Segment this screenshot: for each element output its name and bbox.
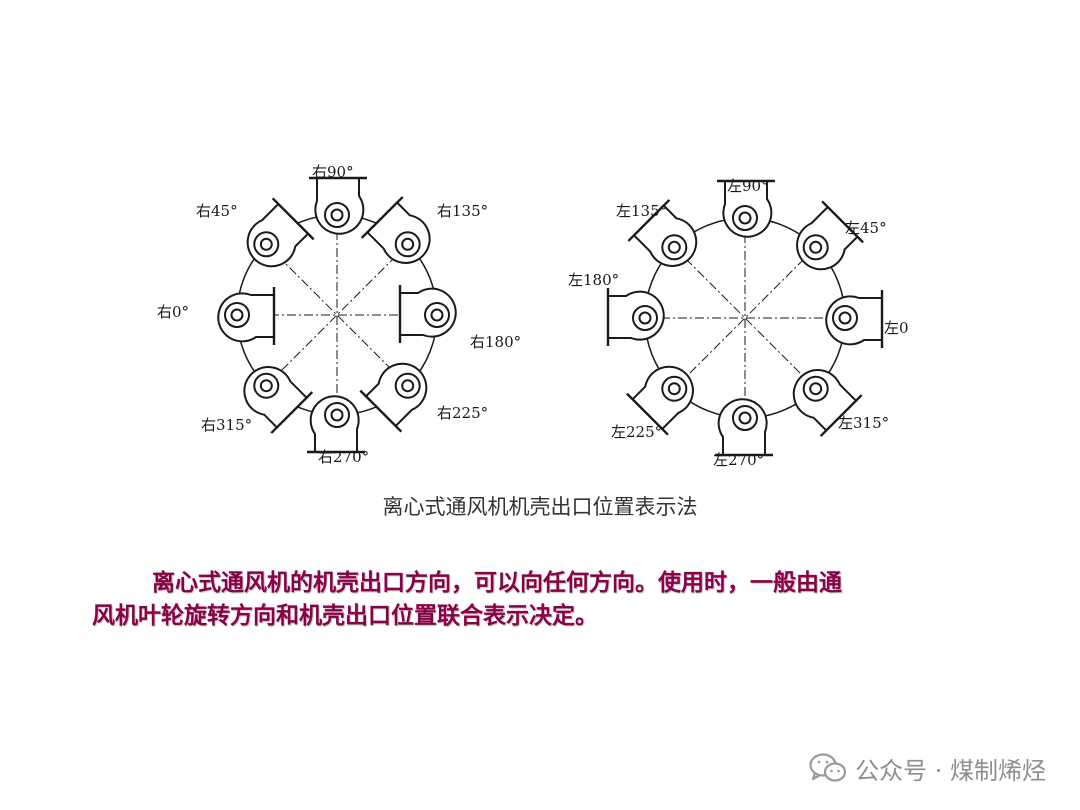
label-left-45: 左45° bbox=[845, 219, 887, 237]
label-left-0: 左0 bbox=[884, 319, 909, 337]
right-fan-housing bbox=[246, 197, 315, 268]
left-fan-housing bbox=[717, 179, 775, 238]
paragraph-line-2: 风机叶轮旋转方向和机壳出口位置联合表示决定。 bbox=[92, 602, 598, 629]
figure-caption: 离心式通风机机壳出口位置表示法 bbox=[382, 495, 698, 519]
right-fan-housing bbox=[217, 287, 276, 345]
left-center-line bbox=[661, 234, 829, 402]
label-right-45: 右45° bbox=[196, 202, 238, 220]
left-fan-housing bbox=[825, 290, 884, 348]
label-right-135: 右135° bbox=[437, 202, 488, 220]
right-fan-housing bbox=[359, 362, 428, 433]
fan-outlet-diagram: 右90° 右45° 右135° 右0° 右180° 右315° 右225° 右2… bbox=[157, 163, 909, 469]
label-left-315: 左315° bbox=[838, 414, 889, 432]
right-fan-housing bbox=[243, 366, 314, 434]
right-fan-housing bbox=[360, 196, 431, 264]
right-fan-housing bbox=[309, 176, 367, 235]
label-right-225: 右225° bbox=[437, 404, 488, 422]
paragraph-line-1: 离心式通风机的机壳出口方向，可以向任何方向。使用时，一般由通 bbox=[152, 569, 842, 596]
body-paragraph: 离心式通风机的机壳出口方向，可以向任何方向。使用时，一般由通 风机叶轮旋转方向和… bbox=[92, 566, 992, 632]
label-right-0: 右0° bbox=[157, 303, 189, 321]
label-left-270: 左270° bbox=[713, 451, 764, 469]
watermark-text: 公众号 · 煤制烯烃 bbox=[855, 756, 1046, 785]
left-center-line bbox=[661, 234, 829, 402]
label-left-225: 左225° bbox=[611, 423, 662, 441]
watermark: 公众号 · 煤制烯烃 bbox=[809, 750, 1046, 786]
left-diagram-labels: 左90° 左135° 左45° 左180° 左0 左225° 左315° 左27… bbox=[568, 177, 909, 469]
left-fan-housing bbox=[796, 200, 864, 271]
label-right-270: 右270° bbox=[318, 448, 369, 466]
label-right-90: 右90° bbox=[312, 163, 354, 181]
left-rotation-diagram bbox=[606, 179, 884, 457]
right-rotation-diagram bbox=[217, 176, 457, 454]
right-fan-housing bbox=[398, 285, 457, 343]
left-fan-housing bbox=[626, 365, 694, 436]
label-left-135: 左135° bbox=[616, 202, 667, 220]
wechat-icon bbox=[809, 753, 847, 782]
left-fan-housing bbox=[792, 369, 863, 437]
right-fan-housing bbox=[307, 395, 365, 454]
left-fan-housing bbox=[606, 288, 665, 346]
label-left-180: 左180° bbox=[568, 271, 619, 289]
right-diagram-labels: 右90° 右45° 右135° 右0° 右180° 右315° 右225° 右2… bbox=[157, 163, 521, 466]
label-left-90: 左90° bbox=[727, 177, 769, 195]
left-fan-housing bbox=[627, 199, 698, 267]
label-right-180: 右180° bbox=[470, 333, 521, 351]
left-fan-housing bbox=[715, 398, 773, 457]
label-right-315: 右315° bbox=[201, 416, 252, 434]
